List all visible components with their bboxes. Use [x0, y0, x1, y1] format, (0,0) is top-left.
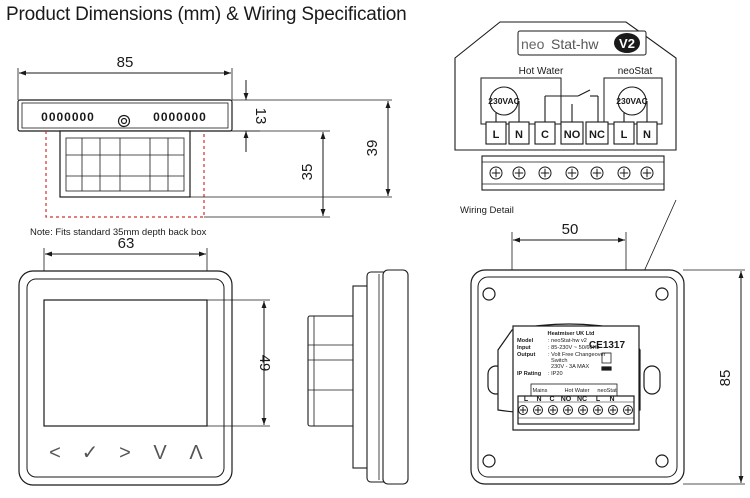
label-ip-key: IP Rating [517, 371, 542, 377]
terminal-screw-slot [491, 168, 501, 178]
terminal-screw-slot [567, 168, 577, 178]
up-arrow-icon[interactable]: Λ [189, 442, 203, 464]
terminal-screw-slot [519, 406, 527, 414]
front-screen [43, 299, 208, 427]
supply-label-left: 230VAC [488, 96, 520, 106]
dim-label-50: 50 [562, 221, 579, 238]
terminal-label: C [541, 129, 549, 141]
dim-label-39: 39 [364, 140, 381, 157]
front-view [18, 248, 270, 486]
terminal-screw-slot [514, 168, 524, 178]
terminal-screw-slot [592, 168, 602, 178]
terminal-label: NO [564, 129, 581, 141]
dim-label-49: 49 [256, 355, 273, 372]
rear-terminal-label: NO [561, 396, 572, 403]
right-arrow-icon[interactable]: > [119, 442, 131, 464]
check-icon[interactable]: ✓ [82, 442, 99, 464]
rear-terminal-label: NC [577, 396, 587, 403]
dim-label-63: 63 [118, 235, 135, 252]
backbox-note: Note: Fits standard 35mm depth back box [30, 227, 207, 238]
label-output-val3: 230V - 3A MAX [551, 364, 590, 370]
label-input-key: Input [517, 345, 531, 351]
terminal-screw-slot [549, 406, 557, 414]
terminal-label: L [621, 129, 628, 141]
brand-name-neo: neo [521, 36, 545, 52]
brand-model: Stat-hw [551, 36, 599, 52]
label-model-key: Model [517, 338, 534, 344]
terminal-label: N [515, 129, 523, 141]
rear-terminal-label: L [524, 396, 529, 403]
side-display-digits-left: 0000000 [41, 110, 95, 124]
terminal-screw-slot [642, 168, 652, 178]
supply-label-right: 230VAC [616, 96, 648, 106]
group-hot-water: Hot Water [519, 66, 564, 77]
rear-terminal-label: L [596, 396, 601, 403]
terminal-screw-slot [594, 406, 602, 414]
terminal-screw-slot [624, 406, 632, 414]
screw-icon [117, 114, 131, 128]
label-group-mains: Mains [533, 388, 548, 394]
terminal-screw-slot [540, 168, 550, 178]
label-output-val2: Switch [551, 358, 567, 364]
dim-label-35: 35 [299, 164, 316, 181]
wiring-caption: Wiring Detail [460, 205, 514, 216]
side-profile [307, 269, 409, 485]
side-display-digits-right: 0000000 [153, 110, 207, 124]
rear-terminal-label: N [536, 396, 541, 403]
terminal-screw-slot [619, 168, 629, 178]
terminal-label: N [643, 129, 651, 141]
terminal-screw-slot [564, 406, 572, 414]
label-group-neo: neoStat [597, 388, 617, 394]
ce-mark: CE1317 [589, 340, 626, 351]
rear-terminal-label: N [609, 396, 614, 403]
brand-version-badge: V2 [619, 36, 635, 51]
backbox-outline [45, 131, 205, 218]
terminal-screw-slot [534, 406, 542, 414]
terminal-label: L [493, 129, 500, 141]
wiring-detail [454, 21, 677, 191]
dim-label-85-rear: 85 [717, 370, 734, 387]
label-maker: Heatmiser UK Ltd [548, 331, 596, 337]
side-view [17, 68, 392, 218]
label-output-key: Output [517, 352, 535, 358]
dim-label-13: 13 [252, 108, 269, 125]
terminal-screw-slot [609, 406, 617, 414]
left-arrow-icon[interactable]: < [49, 442, 61, 464]
label-group-hw: Hot Water [565, 388, 590, 394]
rear-terminal-label: C [549, 396, 554, 403]
dim-label-85: 85 [117, 54, 134, 71]
group-neostat: neoStat [618, 66, 653, 77]
page-title: Product Dimensions (mm) & Wiring Specifi… [6, 4, 407, 25]
label-input-val: : 85-230V ~ 50/60Hz [548, 345, 600, 351]
terminal-label: NC [589, 129, 605, 141]
terminal-screw-slot [579, 406, 587, 414]
down-arrow-icon[interactable]: V [153, 442, 167, 464]
label-output-val1: : Volt Free Changeover [548, 352, 606, 358]
label-ip-val: : IP20 [548, 371, 563, 377]
label-model-val: : neoStat-hw v2 [548, 338, 587, 344]
